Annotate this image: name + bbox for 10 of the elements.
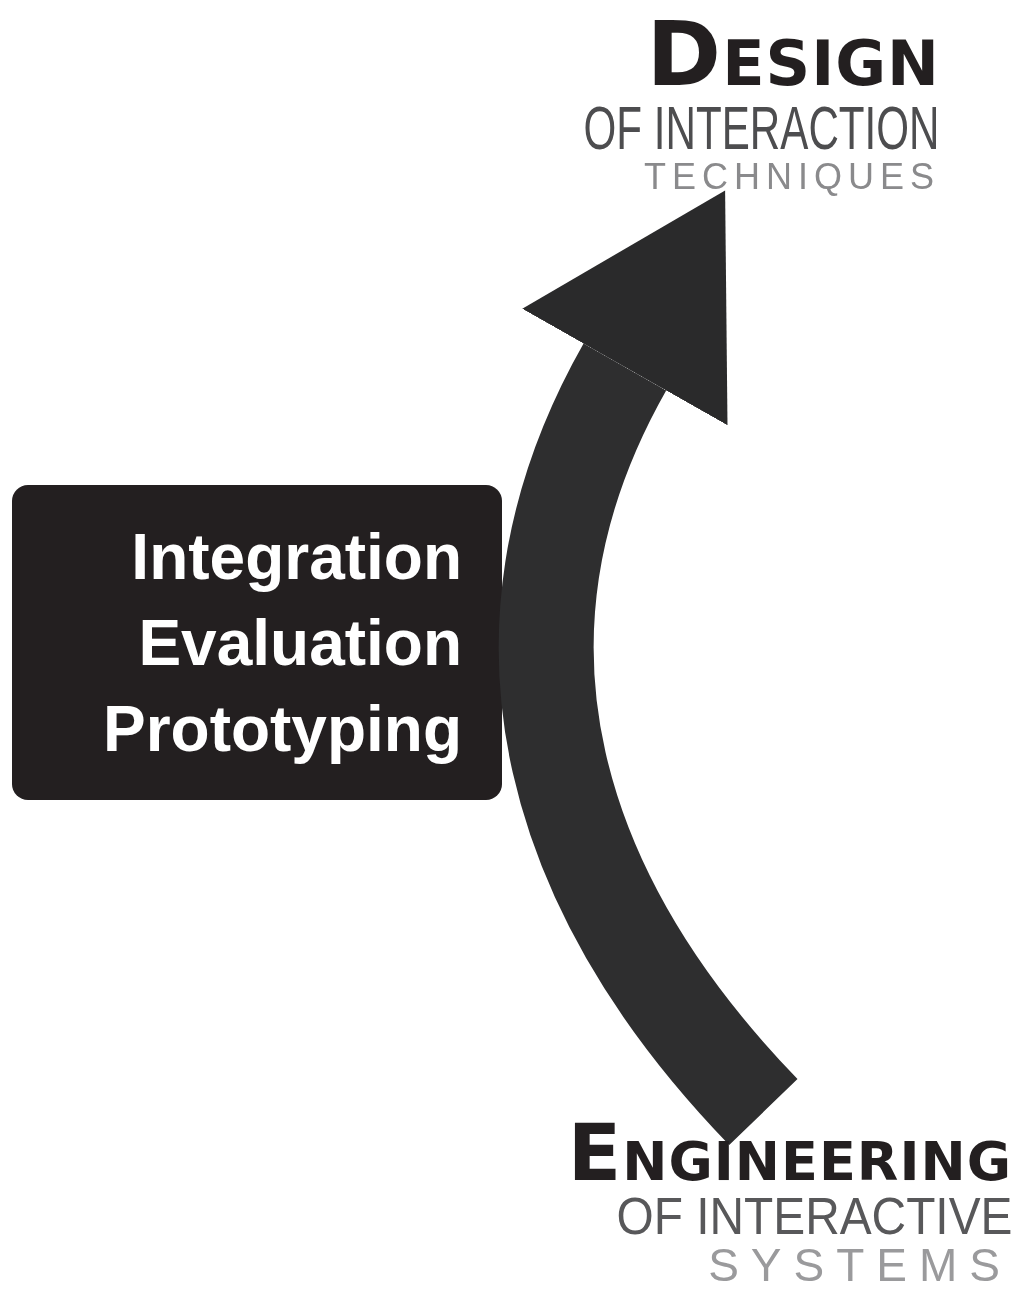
heading: ENGINEERING — [567, 1116, 1012, 1191]
subheading: SYSTEMS — [708, 1242, 1012, 1289]
subheading: OF INTERACTION — [584, 97, 940, 160]
subheading: OF INTERACTIVE — [615, 1190, 1012, 1243]
heading: DESIGN — [646, 12, 940, 98]
box-text: Integration — [131, 519, 462, 595]
subheading: TECHNIQUES — [643, 159, 940, 196]
box-text: Evaluation — [138, 605, 462, 681]
label-box — [12, 485, 502, 800]
box-text: Prototyping — [102, 691, 462, 767]
